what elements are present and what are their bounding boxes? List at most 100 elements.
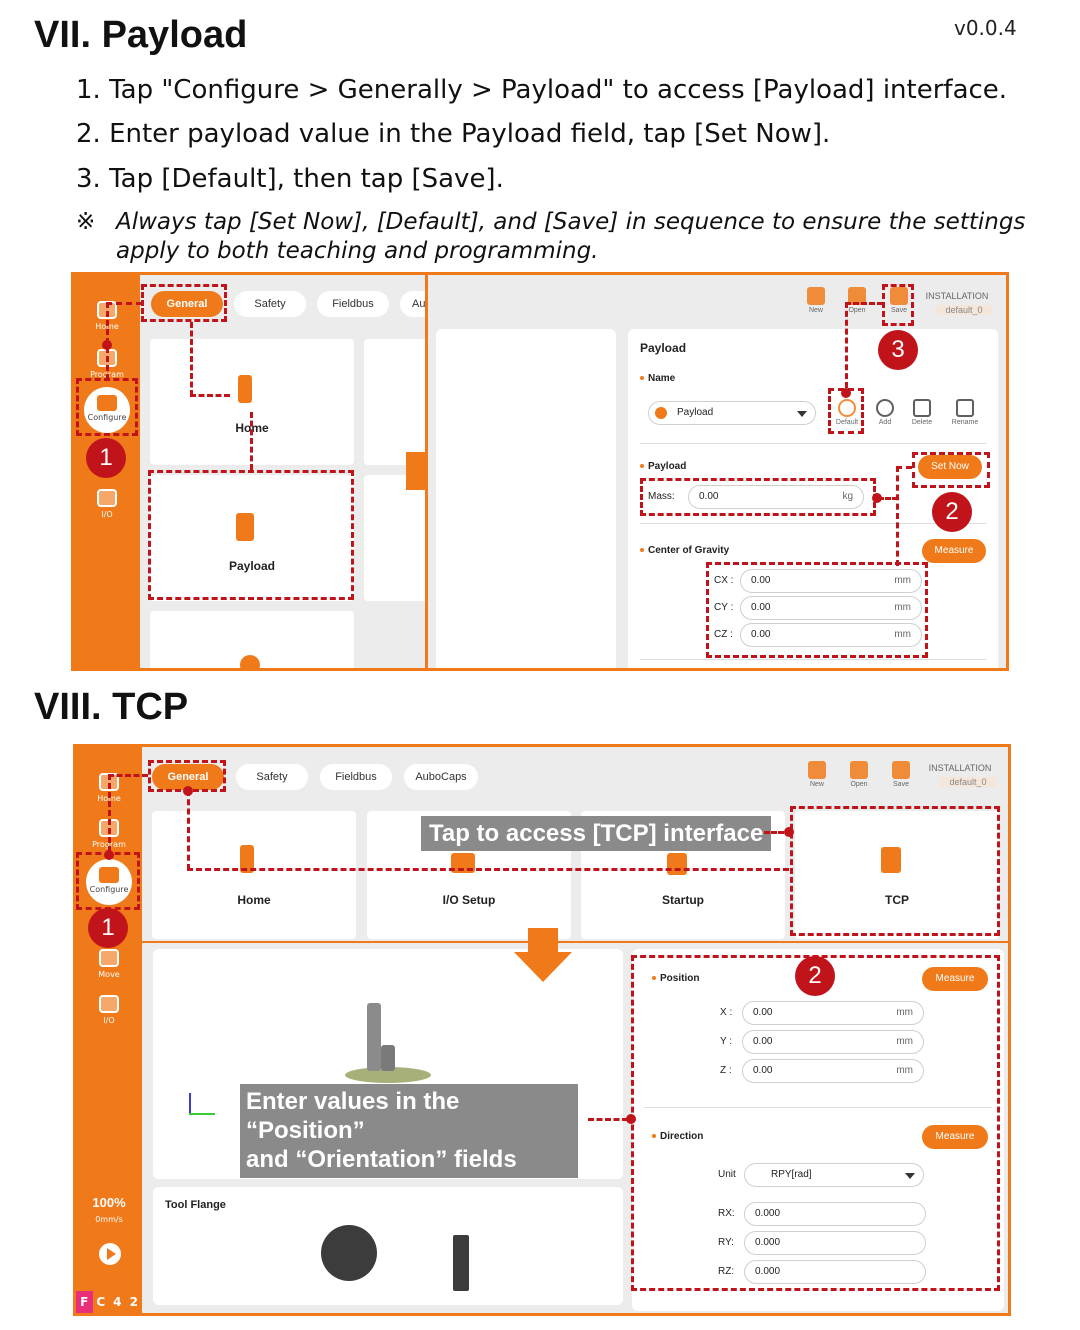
set-now-button[interactable]: Set Now <box>918 455 982 479</box>
name-select[interactable]: Payload <box>648 401 816 425</box>
io-icon <box>99 995 119 1013</box>
installation-label: INSTALLATION <box>925 291 989 301</box>
connector-dot <box>784 827 794 837</box>
badge-2: 2 <box>795 956 835 996</box>
badge-1: 1 <box>88 908 128 948</box>
tool-flange-panel: Tool Flange <box>153 1187 623 1305</box>
card-tcp[interactable]: TCP <box>795 811 999 939</box>
note-line-2: apply to both teaching and programming. <box>116 238 599 264</box>
toolbar-open[interactable]: Open <box>844 761 874 788</box>
tab-safety[interactable]: Safety <box>236 764 308 790</box>
card-payload[interactable]: Payload <box>150 475 354 601</box>
folder-icon <box>850 761 868 779</box>
highlight-position-orientation <box>631 955 1000 1291</box>
arrow-down-icon <box>514 952 572 982</box>
bullet-dot <box>640 548 644 553</box>
ry-field[interactable]: 0.000 <box>744 1231 926 1255</box>
toolbar-open[interactable]: Open <box>842 287 872 314</box>
connector <box>764 831 784 834</box>
sidebar-item-configure[interactable]: Configure <box>86 859 132 905</box>
tab-general[interactable]: General <box>151 291 223 317</box>
rz-field[interactable]: 0.000 <box>744 1260 926 1284</box>
card-partial-2[interactable] <box>364 475 428 601</box>
callout-tap-tcp: Tap to access [TCP] interface <box>421 816 772 851</box>
step-2: 2. Enter payload value in the Payload fi… <box>76 119 831 149</box>
toolbar-new[interactable]: New <box>802 761 832 788</box>
tab-safety[interactable]: Safety <box>234 291 306 317</box>
cz-label: CZ : <box>714 629 733 640</box>
tcp-icon <box>240 655 260 668</box>
connector <box>108 774 111 852</box>
highlight-general-tab <box>141 284 227 322</box>
new-file-icon <box>807 287 825 305</box>
speed-unit: 0mm/s <box>95 1215 123 1224</box>
tab-aubocaps[interactable]: AuboCaps <box>404 764 478 790</box>
trash-icon <box>913 399 931 417</box>
play-button[interactable] <box>99 1243 121 1265</box>
add-button[interactable]: Add <box>870 399 900 426</box>
check-icon <box>838 399 856 417</box>
connector <box>190 394 230 397</box>
highlight-tcp-card <box>790 806 1000 936</box>
unit-select[interactable]: RPY[rad] <box>744 1163 924 1187</box>
divider <box>644 1107 992 1108</box>
measure-button[interactable]: Measure <box>922 539 986 563</box>
tab-fieldbus[interactable]: Fieldbus <box>317 291 389 317</box>
configure-icon <box>99 867 119 883</box>
mass-field[interactable]: 0.00 kg <box>688 485 864 509</box>
flange-side-icon <box>453 1235 469 1291</box>
bullet-dot <box>652 1134 656 1139</box>
connector-dot <box>626 1114 636 1124</box>
configure-icon <box>97 395 117 411</box>
payload-label: Payload <box>640 461 686 472</box>
tab-more[interactable]: Au <box>400 291 428 317</box>
highlight-mass-field <box>640 478 876 516</box>
default-button[interactable]: Default <box>832 399 862 426</box>
tab-fieldbus[interactable]: Fieldbus <box>320 764 392 790</box>
installation-value: default_0 <box>940 777 996 787</box>
rx-field[interactable]: 0.000 <box>744 1202 926 1226</box>
highlight-cog-fields <box>706 562 928 658</box>
section-title-payload: VII. Payload <box>34 14 248 56</box>
direction-label: Direction <box>652 1131 703 1142</box>
toolbar-save[interactable]: Save <box>886 761 916 788</box>
highlight-configure <box>76 852 140 910</box>
tab-general[interactable]: General <box>152 764 224 790</box>
connector <box>250 412 253 470</box>
sidebar-item-configure[interactable]: Configure <box>84 387 130 433</box>
chevron-down-icon <box>905 1173 915 1179</box>
rename-button[interactable]: Rename <box>948 399 982 426</box>
toolbar-save[interactable]: Save <box>884 287 914 314</box>
name-label: Name <box>640 373 675 384</box>
robot-joint <box>381 1045 395 1071</box>
delete-button[interactable]: Delete <box>907 399 937 426</box>
connector-dot <box>872 493 882 503</box>
y-label: Y : <box>720 1036 733 1047</box>
note-line-1: Always tap [Set Now], [Default], and [Sa… <box>116 209 1026 235</box>
connector <box>106 302 142 305</box>
connector <box>878 497 898 500</box>
connector <box>187 790 190 870</box>
card-partial[interactable] <box>364 339 428 465</box>
robot-base <box>345 1067 431 1083</box>
rz-label: RZ: <box>718 1266 735 1277</box>
card-home[interactable]: Home <box>152 811 356 939</box>
toolbar-new[interactable]: New <box>801 287 831 314</box>
card-next[interactable] <box>150 611 354 668</box>
axis-icon <box>189 1093 191 1115</box>
left-blank-panel <box>436 329 616 668</box>
sidebar-item-move[interactable]: Move <box>77 949 141 979</box>
measure-direction-button[interactable]: Measure <box>922 1125 988 1149</box>
card-home[interactable]: Home <box>150 339 354 465</box>
sidebar-item-io[interactable]: I/O <box>75 489 139 519</box>
folder-icon <box>848 287 866 305</box>
sidebar-item-io[interactable]: I/O <box>77 995 141 1025</box>
measure-position-button[interactable]: Measure <box>922 967 988 991</box>
highlight-payload-card <box>148 470 354 600</box>
